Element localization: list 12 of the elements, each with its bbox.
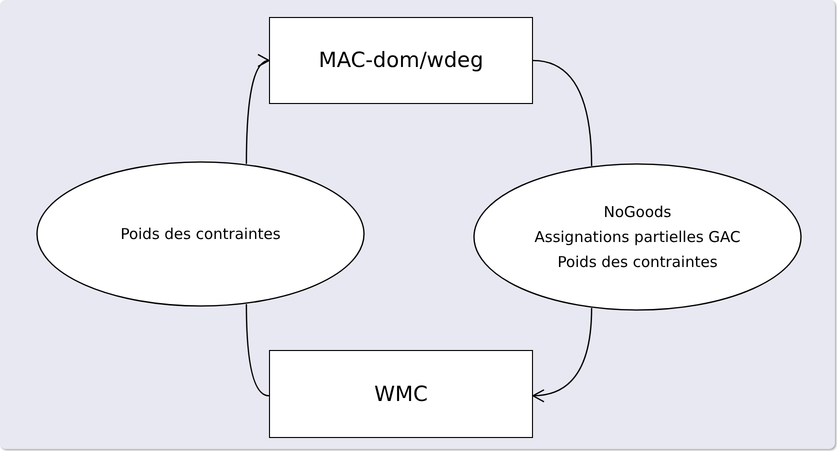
ellipse-text: Poids des contraintes: [557, 252, 718, 272]
box-label: MAC-dom/wdeg: [318, 48, 484, 73]
process-box: [269, 350, 533, 438]
process-box: [269, 17, 533, 104]
ellipse-text: NoGoods: [604, 202, 672, 222]
data-ellipse: [473, 163, 802, 311]
ellipse-text: Poids des contraintes: [120, 224, 281, 244]
connector-arrow: [532, 308, 592, 402]
connector-arrow: [246, 56, 270, 164]
ellipse-text: Assignations partielles GAC: [534, 226, 740, 248]
box-label: WMC: [374, 382, 428, 406]
data-ellipse: [36, 161, 365, 307]
